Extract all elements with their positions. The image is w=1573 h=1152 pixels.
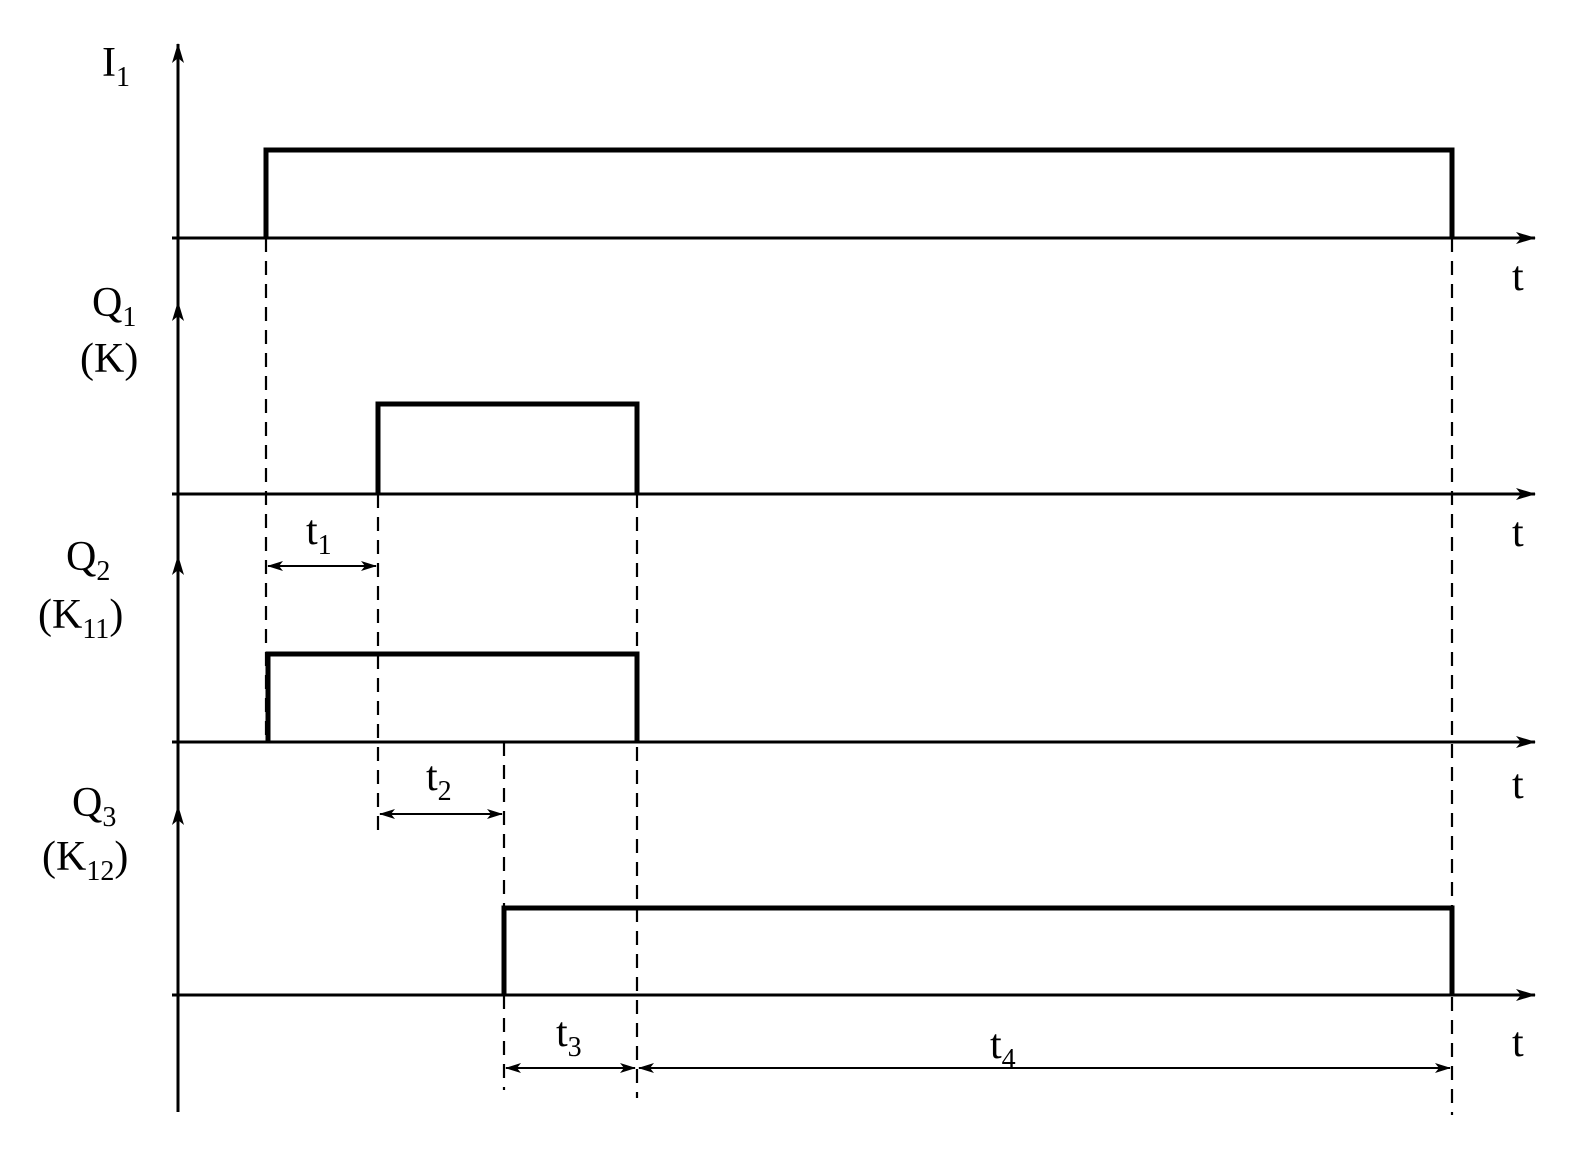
label-q3: Q3 <box>72 780 116 833</box>
interval-label-t2: t2 <box>426 754 452 807</box>
label-i1: I1 <box>102 40 130 93</box>
signal-q2-pulse <box>265 651 640 742</box>
time-label-q3: t <box>1512 1020 1524 1066</box>
time-label-i1: t <box>1512 254 1524 300</box>
label-q1-device: (K) <box>80 336 138 382</box>
signal-q1-pulse <box>375 401 640 494</box>
interval-label-t1: t1 <box>306 508 332 561</box>
label-q2: Q2 <box>66 534 110 587</box>
signal-i1-pulse <box>263 147 1455 238</box>
time-label-q1: t <box>1512 510 1524 556</box>
interval-label-t3: t3 <box>556 1010 582 1063</box>
label-q1: Q1 <box>92 280 136 333</box>
label-q3-device: (K12) <box>42 834 128 887</box>
label-q2-device: (K11) <box>38 592 123 645</box>
interval-label-t4: t4 <box>990 1022 1016 1075</box>
time-label-q2: t <box>1512 762 1524 808</box>
signal-q3-pulse <box>501 905 1455 995</box>
